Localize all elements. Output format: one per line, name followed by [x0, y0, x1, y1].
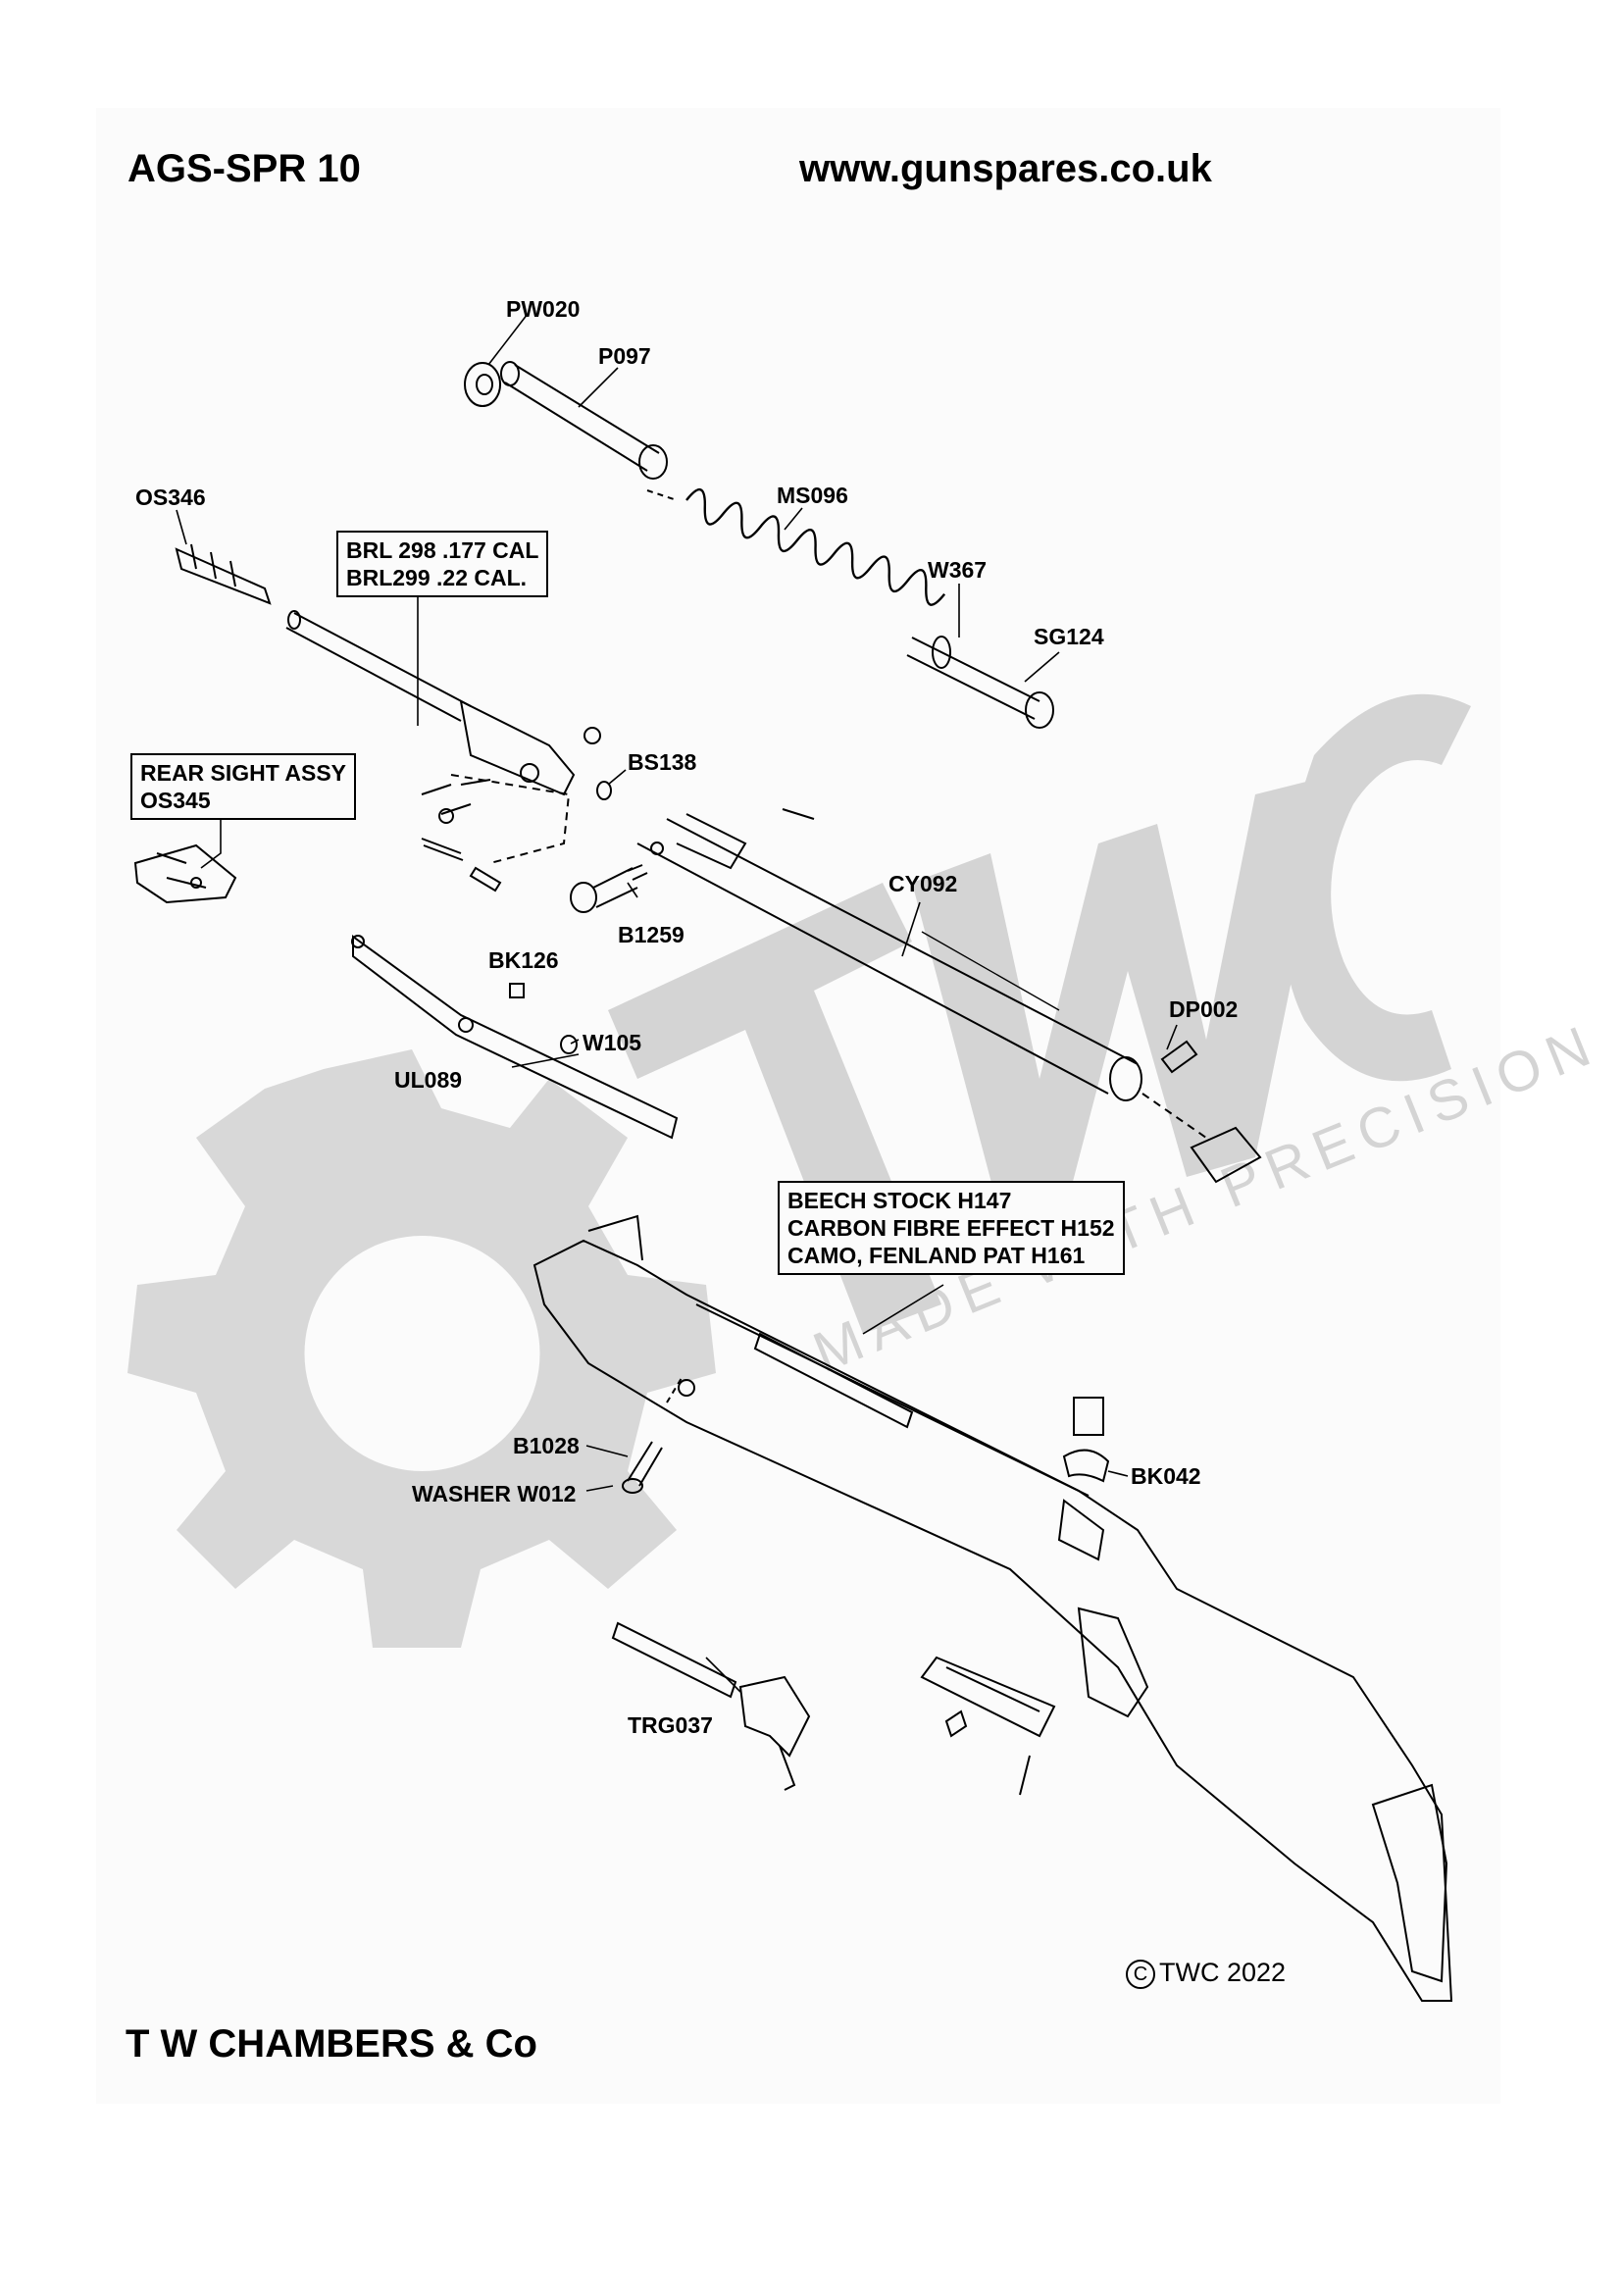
part-label-trg037: TRG037 [628, 1712, 713, 1738]
part-label-cy092: CY092 [888, 871, 958, 896]
part-label-washer-w012: WASHER W012 [412, 1481, 577, 1506]
trigger-guard-drawing [920, 1656, 1056, 1796]
part-label-w105: W105 [583, 1030, 642, 1055]
b1259-bolt-drawing [570, 864, 648, 913]
leader-lines [176, 313, 1178, 1693]
part-label-b1028: B1028 [513, 1433, 580, 1458]
b1028-screw-drawing [622, 1377, 683, 1494]
part-label-bs138: BS138 [628, 749, 697, 775]
barrel-callout-line-1: BRL 298 .177 CAL [346, 537, 539, 563]
p097-piston-drawing [500, 361, 668, 480]
dp002-drawing [1160, 1040, 1198, 1074]
part-label-b1259: B1259 [618, 922, 685, 947]
os346-foresight-drawing [175, 543, 272, 605]
ul089-underlever-drawing [351, 935, 679, 1140]
parts-linework [133, 313, 1453, 2002]
copyright-text: TWC 2022 [1159, 1958, 1287, 1987]
stock-drawing [533, 1214, 1453, 2002]
company-name: T W CHAMBERS & Co [126, 2022, 537, 2066]
stock-callout-line-2: CARBON FIBRE EFFECT H152 [787, 1215, 1115, 1241]
rear-sight-callout: REAR SIGHT ASSY OS345 [130, 753, 357, 820]
stock-callout-line-1: BEECH STOCK H147 [787, 1188, 1012, 1213]
bk042-drawing [1062, 1397, 1110, 1483]
website-url[interactable]: www.gunspares.co.uk [799, 147, 1212, 190]
part-label-bk042: BK042 [1131, 1463, 1201, 1489]
barrel-drawing [285, 610, 601, 893]
part-label-bk126: BK126 [488, 947, 559, 973]
sg124-spring-guide-drawing [646, 489, 1054, 729]
trg037-trigger-drawing [611, 1621, 811, 1791]
bk126-drawing [509, 983, 525, 998]
part-label-ul089: UL089 [394, 1067, 463, 1093]
ms096-spring-drawing [685, 488, 946, 606]
part-label-w367: W367 [928, 557, 988, 583]
stock-callout-line-3: CAMO, FENLAND PAT H161 [787, 1243, 1086, 1268]
part-label-p097: P097 [598, 343, 651, 369]
cylinder-endcap-drawing [1190, 1126, 1262, 1184]
stock-callout: BEECH STOCK H147 CARBON FIBRE EFFECT H15… [778, 1181, 1125, 1275]
copyright-symbol: C [1126, 1959, 1155, 1989]
part-label-os346: OS346 [135, 485, 206, 510]
rear-sight-callout-line-1: REAR SIGHT ASSY [140, 760, 347, 786]
bs138-drawing [596, 781, 612, 800]
pw020-washer-drawing [464, 362, 501, 407]
barrel-callout-line-2: BRL299 .22 CAL. [346, 565, 528, 590]
model-title: AGS-SPR 10 [127, 147, 361, 190]
part-label-dp002: DP002 [1169, 996, 1239, 1022]
w105-drawing [560, 1035, 578, 1054]
part-label-sg124: SG124 [1034, 624, 1104, 649]
barrel-callout: BRL 298 .177 CAL BRL299 .22 CAL. [336, 531, 549, 597]
part-label-pw020: PW020 [506, 296, 581, 322]
rear-sight-callout-line-2: OS345 [140, 788, 211, 813]
cy092-cylinder-drawing [636, 808, 1207, 1139]
rear-sight-drawing [133, 843, 237, 904]
part-label-ms096: MS096 [777, 483, 848, 508]
